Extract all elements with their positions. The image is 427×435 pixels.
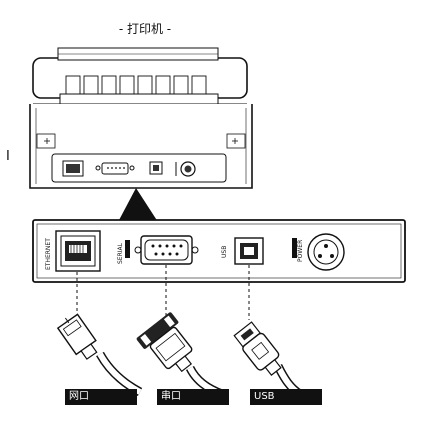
serial-port <box>125 235 199 265</box>
connection-lines <box>76 265 250 320</box>
rear-panel-enlarged: ETHERNET SERIAL USB POWER <box>32 219 406 283</box>
callout-pointer <box>118 188 158 222</box>
usb-label: USB <box>221 246 228 258</box>
network-cable <box>56 313 143 396</box>
usb-port <box>234 237 264 265</box>
serial-cable <box>136 312 224 399</box>
power-label: POWER <box>297 240 304 262</box>
ethernet-port <box>55 230 101 272</box>
usb-port-caption: USB <box>250 389 322 405</box>
side-mark: I <box>6 149 10 164</box>
page-title: - 打印机 - <box>118 22 172 36</box>
serial-port-caption: 串口 <box>157 389 229 405</box>
usb-cable <box>233 321 303 398</box>
serial-label: SERIAL <box>117 242 124 264</box>
ethernet-label: ETHERNET <box>45 238 52 270</box>
power-port <box>292 233 345 271</box>
network-port-caption: 网口 <box>65 389 137 405</box>
printer-illustration <box>29 47 253 189</box>
